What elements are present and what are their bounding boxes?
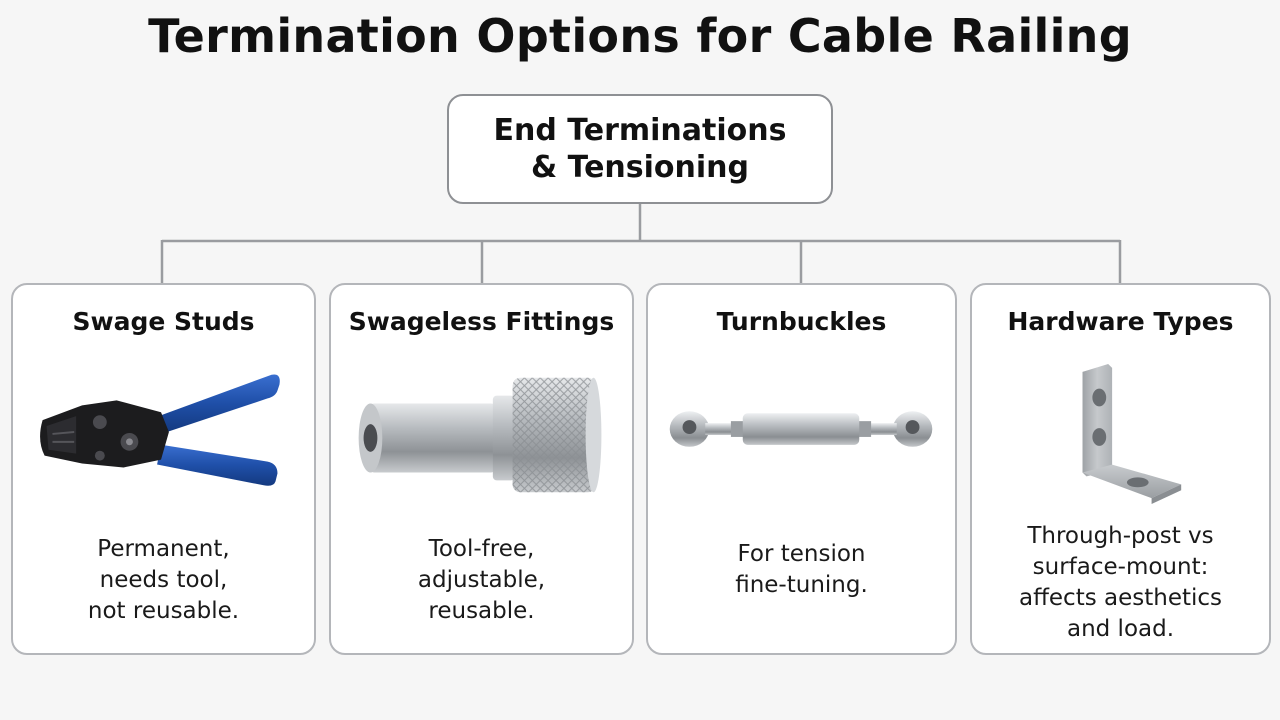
root-node-end-terminations: End Terminations & Tensioning (447, 94, 833, 204)
card-title-swageless-fittings: Swageless Fittings (348, 307, 615, 336)
desc-line: Permanent, (97, 536, 230, 562)
card-swageless-fittings: Swageless Fittings Tool-free, adjustable… (329, 283, 634, 655)
card-turnbuckles: Turnbuckles For tension fine-tuning. (646, 283, 957, 655)
desc-line: Through-post vs (1027, 523, 1214, 549)
desc-line: reusable. (428, 598, 535, 624)
crimping-tool-icon (40, 374, 280, 486)
card-hardware-types: Hardware Types Through-post vs surface-m… (970, 283, 1271, 655)
card-desc-hardware-types: Through-post vs surface-mount: affects a… (972, 521, 1269, 645)
angle-bracket-icon (1082, 363, 1182, 505)
swageless-fitting-icon (358, 377, 602, 493)
desc-line: not reusable. (87, 598, 240, 624)
desc-line: adjustable, (417, 567, 546, 593)
card-desc-swage-studs: Permanent, needs tool, not reusable. (13, 534, 314, 627)
desc-line: and load. (1066, 616, 1175, 642)
root-node-line-1: End Terminations (493, 113, 787, 148)
card-swage-studs: Swage Studs Permanent, needs tool, not r… (11, 283, 316, 655)
card-title-hardware-types: Hardware Types (1007, 307, 1234, 336)
root-node-line-2: & Tensioning (530, 150, 749, 185)
desc-line: needs tool, (99, 567, 228, 593)
desc-line: surface-mount: (1032, 554, 1209, 580)
card-desc-turnbuckles: For tension fine-tuning. (648, 539, 955, 601)
card-title-swage-studs: Swage Studs (72, 307, 255, 336)
card-desc-swageless-fittings: Tool-free, adjustable, reusable. (331, 534, 632, 627)
desc-line: For tension (737, 541, 866, 567)
desc-line: Tool-free, (428, 536, 535, 562)
diagram-title: Termination Options for Cable Railing (148, 9, 1132, 63)
desc-line: affects aesthetics (1018, 585, 1223, 611)
desc-line: fine-tuning. (735, 572, 868, 598)
card-title-turnbuckles: Turnbuckles (716, 307, 887, 336)
turnbuckle-icon (669, 411, 933, 447)
